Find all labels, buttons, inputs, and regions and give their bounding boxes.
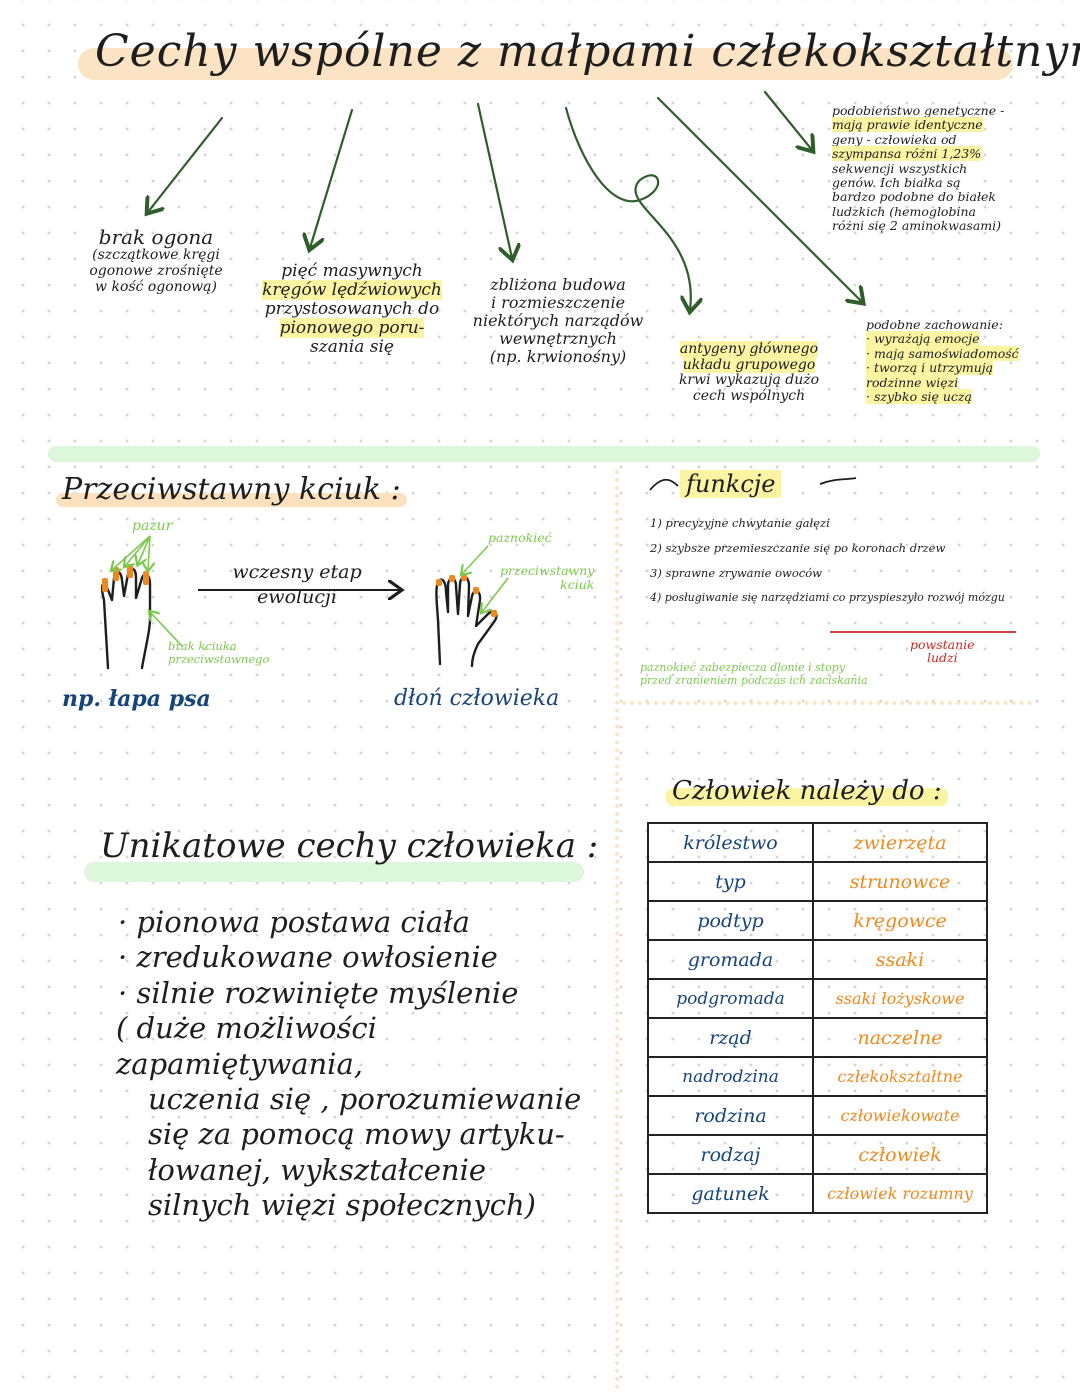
arrow-to-tail <box>148 116 224 212</box>
value-cell: ssaki łożyskowe <box>813 978 988 1018</box>
trait-tail: brak ogona (szczątkowe kręgi ogonowe zro… <box>89 225 223 295</box>
rank-cell: nadrodzina <box>647 1056 814 1096</box>
section-divider <box>48 446 1040 462</box>
unique-traits-list: · pionowa postawa ciała · zredukowane ow… <box>116 905 588 1223</box>
horizontal-divider <box>622 701 1032 705</box>
rank-cell: podgromada <box>647 978 814 1018</box>
page-title: Cechy wspólne z małpami człekokształtnym… <box>95 26 1080 77</box>
value-cell: kręgowce <box>813 900 988 940</box>
vertical-divider <box>615 470 619 1390</box>
rank-cell: królestwo <box>647 822 814 862</box>
arrow-to-vertebrae <box>310 108 354 248</box>
list-item: · pionowa postawa ciała <box>118 905 470 939</box>
rank-cell: rodzina <box>647 1095 814 1135</box>
dog-paw-label: np. łapa psa <box>62 686 211 712</box>
unique-title-highlight <box>84 862 584 882</box>
rank-cell: rodzaj <box>647 1134 814 1174</box>
nail-label: paznokieć <box>488 530 552 545</box>
list-item: · silnie rozwinięte myślenie <box>118 975 519 1010</box>
nail-note: paznokieć zabezpiecza dłonie i stopy prz… <box>640 661 868 687</box>
value-cell: człowiek rozumny <box>813 1173 988 1214</box>
arrow-to-behaviour <box>656 96 862 302</box>
rank-cell: typ <box>647 861 814 901</box>
evolution-label: wczesny etap ewolucji <box>232 561 362 608</box>
value-cell: ssaki <box>813 939 988 979</box>
trait-behaviour: podobne zachowanie: · wyrażają emocje · … <box>866 317 1019 404</box>
rank-cell: gatunek <box>647 1173 814 1214</box>
taxonomy-title: Człowiek należy do : <box>666 776 948 806</box>
function-item: 4) posługiwanie się narzędziami co przys… <box>650 591 1005 604</box>
arrow-to-genetic <box>763 90 812 150</box>
functions-title: funkcje <box>680 470 782 498</box>
rank-cell: rząd <box>647 1017 814 1057</box>
unique-title: Unikatowe cechy człowieka : <box>100 826 599 866</box>
powstanie-label: powstanie ludzi <box>910 637 975 666</box>
function-item: 1) precyzyjne chwytanie gałęzi <box>650 516 830 530</box>
no-thumb-label: brak kciuka przeciwstawnego <box>168 639 270 666</box>
list-item: łowanej, wykształcenie <box>148 1152 487 1187</box>
trait-genetic: podobieństwo genetyczne - mają prawie id… <box>832 103 1005 233</box>
arrow-to-organs <box>476 102 512 258</box>
value-cell: człowiek <box>813 1134 988 1174</box>
thumb-title: Przeciwstawny kciuk : <box>56 472 407 507</box>
value-cell: człekokształtne <box>813 1056 988 1096</box>
list-item: silnych więzi społecznych) <box>148 1188 536 1222</box>
value-cell: naczelne <box>813 1017 988 1057</box>
opposable-thumb-label: przeciwstawny kciuk <box>500 563 595 592</box>
function-item: 3) sprawne zrywanie owoców <box>650 566 822 580</box>
title-highlight <box>78 48 1013 80</box>
dog-paw <box>100 567 152 670</box>
list-item: się za pomocą mowy artyku- <box>148 1117 565 1152</box>
rank-cell: podtyp <box>647 900 814 940</box>
human-hand-label: dłoń człowieka <box>394 686 560 711</box>
function-item: 2) szybsze przemieszczanie się po korona… <box>650 541 946 555</box>
funkcje-tilde <box>649 478 679 491</box>
trait-organs: zbliżona budowa i rozmieszczenie niektór… <box>472 275 644 366</box>
human-hand <box>435 575 498 668</box>
arrow-to-antigens <box>564 106 691 310</box>
rank-cell: gromada <box>647 939 814 979</box>
value-cell: zwierzęta <box>813 822 988 862</box>
list-item: ( duże możliwości zapamiętywania, <box>116 1011 377 1081</box>
list-item: · zredukowane owłosienie <box>118 940 498 975</box>
trait-vertebrae: pięć masywnych kręgów lędźwiowych przyst… <box>262 261 442 358</box>
value-cell: strunowce <box>813 861 988 901</box>
list-item: uczenia się , porozumiewanie <box>148 1081 582 1116</box>
claw-label: pazur <box>132 518 173 534</box>
functions-list: 1) precyzyjne chwytanie gałęzi 2) szybsz… <box>650 516 1030 615</box>
trait-antigens: antygeny głównego układu grupowego krwi … <box>678 341 820 405</box>
value-cell: człowiekowate <box>813 1095 988 1135</box>
